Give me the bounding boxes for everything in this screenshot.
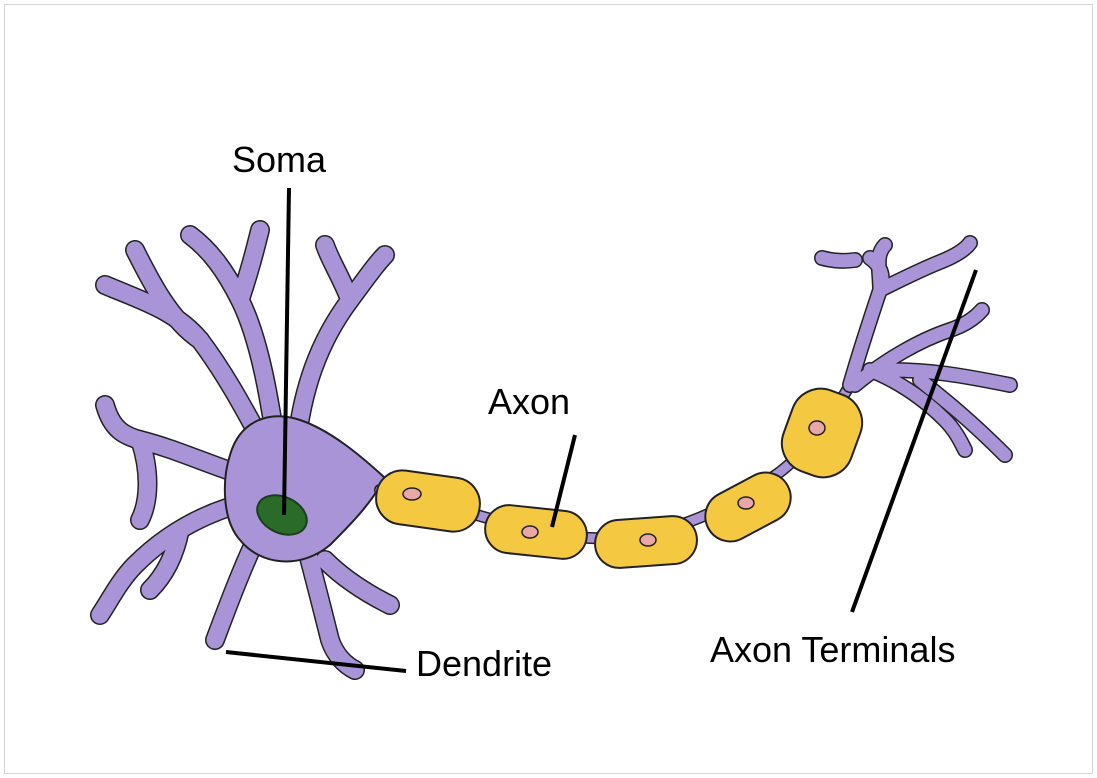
myelin-sheath bbox=[373, 380, 871, 569]
dendrite-pointer bbox=[226, 652, 406, 671]
soma-label: Soma bbox=[232, 142, 326, 178]
soma-body bbox=[225, 416, 385, 561]
axon-terminals-label: Axon Terminals bbox=[710, 632, 955, 668]
axon-label: Axon bbox=[488, 384, 570, 420]
dendrite-label: Dendrite bbox=[416, 646, 552, 682]
